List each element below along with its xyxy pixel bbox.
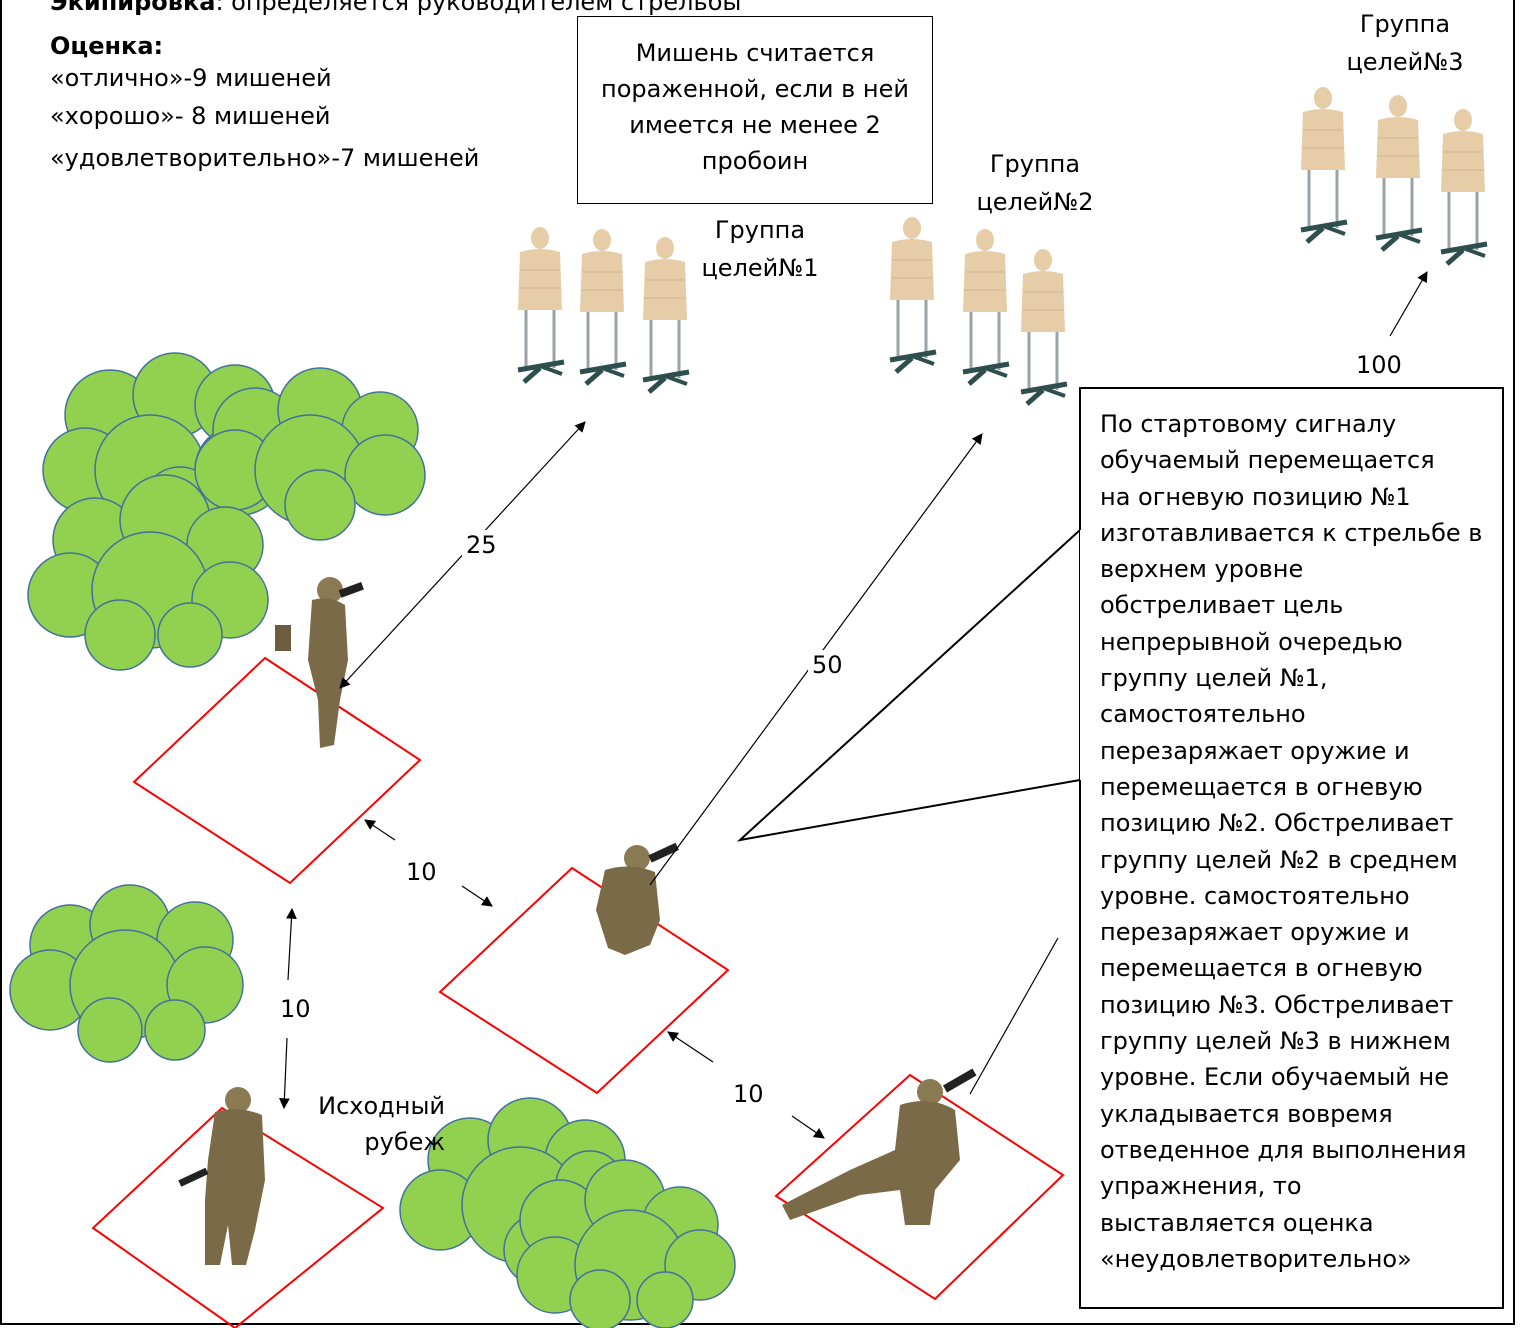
grade-good: «хорошо»- 8 мишеней bbox=[50, 102, 331, 130]
callout-line: позицию №3. Обстреливает bbox=[1100, 990, 1454, 1019]
distance-25-label: 25 bbox=[462, 530, 501, 560]
target-group-2-line1: Группа bbox=[989, 150, 1081, 178]
equipment-text: : определяется руководителем стрельбы bbox=[215, 0, 742, 16]
callout-line: «неудовлетворительно» bbox=[1100, 1244, 1412, 1273]
firing-zone-1 bbox=[132, 656, 422, 885]
callout-line: на огневую позицию №1 bbox=[1100, 482, 1411, 511]
callout-line: позицию №2. Обстреливает bbox=[1100, 809, 1454, 838]
callout-line: непрерывной очередью bbox=[1100, 627, 1403, 656]
grade-satisfactory: «удовлетворительно»-7 мишеней bbox=[50, 144, 480, 172]
soldier-kneeling-icon bbox=[596, 842, 679, 955]
arrow-10m-a-2 bbox=[461, 885, 493, 907]
callout-line: перемещается в огневую bbox=[1100, 772, 1423, 801]
firing-zone-3 bbox=[774, 1073, 1065, 1301]
target-group-1 bbox=[518, 227, 689, 392]
callout-line: выставляется оценка bbox=[1100, 1208, 1374, 1237]
callout-line: перезаряжает оружие и bbox=[1100, 736, 1410, 765]
bush-mid-left bbox=[27, 474, 269, 671]
distance-10-b-label: 10 bbox=[276, 994, 315, 1024]
callout-line: группу целей №3 в нижнем bbox=[1100, 1027, 1451, 1056]
callout-line: группу целей №1, bbox=[1100, 664, 1328, 693]
callout-line: укладывается вовремя bbox=[1100, 1099, 1393, 1128]
callout-line: обстреливает цель bbox=[1100, 591, 1344, 620]
equipment-label: Экипировка bbox=[50, 0, 216, 16]
arrow-10m-a-1 bbox=[364, 819, 396, 841]
start-line-line1: Исходный bbox=[318, 1092, 445, 1120]
target-group-1-label: Группа целей№1 bbox=[700, 214, 820, 284]
grade-title: Оценка: bbox=[50, 32, 164, 60]
note-text: Мишень считается пораженной, если в ней … bbox=[601, 39, 909, 175]
grade-excellent: «отлично»-9 мишеней bbox=[50, 64, 332, 92]
target-group-1-line1: Группа bbox=[714, 216, 806, 244]
arrow-10m-b-2 bbox=[279, 1037, 290, 1110]
arrow-100m bbox=[969, 937, 1059, 1095]
callout-line: группу целей №2 в среднем bbox=[1100, 845, 1458, 874]
callout-line: верхнем уровне bbox=[1100, 555, 1304, 584]
callout-line: упражнения, то bbox=[1100, 1172, 1302, 1201]
callout-line: отведенное для выполнения bbox=[1100, 1135, 1467, 1164]
soldier-standing-icon bbox=[275, 577, 364, 748]
callout-line: уровне. Если обучаемый не bbox=[1100, 1063, 1449, 1092]
callout-line: обучаемый перемещается bbox=[1100, 446, 1435, 475]
callout-line: перемещается в огневую bbox=[1100, 954, 1423, 983]
firing-zone-start bbox=[91, 1106, 385, 1328]
target-group-2-label: Группа целей№2 bbox=[975, 148, 1095, 218]
callout-pointer bbox=[736, 527, 1081, 842]
instructions-callout: По стартовому сигналу обучаемый перемещае… bbox=[1100, 406, 1500, 1277]
distance-10-a-label: 10 bbox=[402, 857, 441, 887]
start-line-label: Исходный рубеж bbox=[305, 1090, 445, 1158]
soldier-kneeling-aim-icon bbox=[782, 1068, 977, 1225]
callout-line: уровне. самостоятельно bbox=[1100, 881, 1410, 910]
distance-50-label: 50 bbox=[808, 650, 847, 680]
soldier-start-icon bbox=[178, 1087, 265, 1265]
firing-zone-2 bbox=[438, 866, 730, 1095]
hit-criteria-note: Мишень считается пораженной, если в ней … bbox=[577, 16, 933, 204]
distance-10-c-label: 10 bbox=[729, 1079, 768, 1109]
callout-line: перезаряжает оружие и bbox=[1100, 918, 1410, 947]
start-line-line2: рубеж bbox=[364, 1128, 445, 1156]
target-group-2-line2: целей№2 bbox=[976, 188, 1094, 216]
arrow-10m-c-2 bbox=[791, 1115, 825, 1139]
callout-box bbox=[1079, 387, 1504, 1309]
target-group-3 bbox=[1301, 87, 1487, 264]
callout-line: изготавливается к стрельбе в bbox=[1100, 518, 1483, 547]
distance-100-label: 100 bbox=[1352, 350, 1406, 380]
callout-line: самостоятельно bbox=[1100, 700, 1306, 729]
target-group-1-line2: целей№1 bbox=[701, 254, 819, 282]
target-group-3-line2: целей№3 bbox=[1346, 48, 1464, 76]
bush-bottom-center-right bbox=[516, 1159, 736, 1328]
arrow-100m-tip bbox=[1389, 271, 1428, 337]
arrow-10m-b-1 bbox=[286, 907, 297, 981]
target-group-2 bbox=[890, 217, 1067, 404]
arrow-10m-c-1 bbox=[667, 1031, 714, 1063]
equipment-line: Экипировка: определяется руководителем с… bbox=[50, 0, 741, 18]
bush-lower-left bbox=[9, 884, 244, 1063]
callout-line: По стартовому сигналу bbox=[1100, 410, 1397, 438]
target-group-3-line1: Группа bbox=[1359, 10, 1451, 38]
target-group-3-label: Группа целей№3 bbox=[1340, 8, 1470, 78]
